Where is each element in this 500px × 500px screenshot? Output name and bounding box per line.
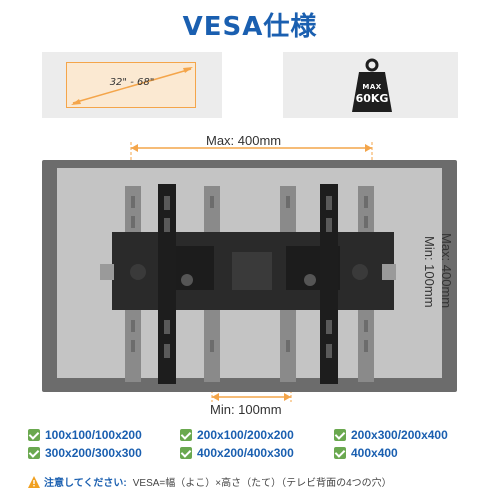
tv-size-panel: 32" - 68" — [42, 52, 222, 118]
tv-size-icon: 32" - 68" — [66, 62, 196, 108]
vesa-item: 200x100/200x200 — [180, 428, 294, 442]
note-label: 注意してください: — [44, 478, 127, 489]
vesa-item: 300x200/300x300 — [28, 446, 142, 460]
tv-size-range: 32" - 68" — [109, 77, 155, 88]
max-height-label: Max: 400mm — [439, 233, 454, 309]
vesa-item: 200x300/200x400 — [334, 428, 448, 442]
tv-back-panel — [42, 160, 457, 392]
vesa-item: 400x200/400x300 — [180, 446, 294, 460]
weight-max-label: MAX — [362, 83, 382, 91]
page-title: VESA仕様 — [182, 12, 318, 42]
vesa-item: 400x400 — [334, 446, 398, 460]
warning-icon — [28, 475, 40, 488]
min-height-label: Min: 100mm — [422, 236, 437, 308]
max-width-label: Max: 400mm — [206, 133, 282, 148]
note-text: VESA=幅（よこ）×高さ（たて）（テレビ背面の4つの穴） — [132, 478, 392, 489]
check-icon — [28, 429, 40, 441]
check-icon — [334, 429, 346, 441]
vesa-item-label: 400x400 — [351, 446, 398, 460]
min-width-label: Min: 100mm — [210, 402, 282, 417]
check-icon — [180, 429, 192, 441]
vesa-item-label: 200x300/200x400 — [351, 428, 448, 442]
check-icon — [28, 447, 40, 459]
check-icon — [180, 447, 192, 459]
check-icon — [334, 447, 346, 459]
vesa-item-label: 400x200/400x300 — [197, 446, 294, 460]
weight-icon: MAX 60KG — [351, 56, 393, 114]
vesa-item: 100x100/100x200 — [28, 428, 142, 442]
vesa-item-label: 300x200/300x300 — [45, 446, 142, 460]
vesa-item-label: 200x100/200x200 — [197, 428, 294, 442]
weight-value: 60KG — [355, 92, 389, 105]
tv-size-arrows — [71, 67, 193, 105]
vesa-item-label: 100x100/100x200 — [45, 428, 142, 442]
wall-mount-bracket — [100, 184, 396, 384]
weight-panel: MAX 60KG — [283, 52, 458, 118]
vesa-note: 注意してください: VESA=幅（よこ）×高さ（たて）（テレビ背面の4つの穴） — [28, 474, 392, 489]
